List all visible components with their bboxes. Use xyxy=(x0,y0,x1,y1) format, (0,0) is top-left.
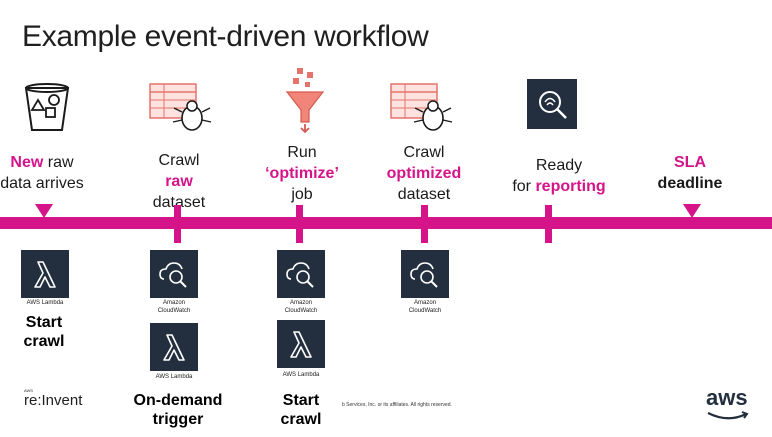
crawl-optimized-text-0: Crawl xyxy=(403,144,445,161)
stage-label-crawl-optimized: Crawl optimized dataset xyxy=(372,142,476,205)
sla-deadline-text-1: deadline xyxy=(657,175,723,192)
crawl-raw-text-2: dataset xyxy=(152,194,206,211)
glue-crawler-optimized-icon xyxy=(390,83,453,131)
timeline-tick-crawl-raw xyxy=(174,205,181,243)
lambda-service-label-3: AWS Lambda xyxy=(282,372,320,378)
crawl-optimized-text-2: dataset xyxy=(397,186,451,203)
aws-smile-icon xyxy=(707,411,749,420)
new-raw-text-1: raw xyxy=(43,154,74,171)
crawl-raw-text-0: Crawl xyxy=(158,152,200,169)
ready-reporting-text-1: for xyxy=(512,178,536,195)
crawl-optimized-text-1: optimized xyxy=(386,165,462,182)
lambda-service-icon-2 xyxy=(150,323,198,371)
lambda-service-label: AWS Lambda xyxy=(26,300,64,306)
new-raw-text-2: data arrives xyxy=(0,175,84,192)
stage-label-sla-deadline: SLA deadline xyxy=(644,152,736,194)
new-raw-text-0: New xyxy=(10,154,44,171)
crawl-raw-text-1: raw xyxy=(165,173,193,190)
timeline-marker-new-raw xyxy=(35,204,53,218)
cloudwatch-service-icon xyxy=(150,250,198,298)
quicksight-icon xyxy=(527,79,577,129)
stage-label-new-raw: New raw data arrives xyxy=(0,152,84,194)
timeline-bar xyxy=(0,217,772,229)
lambda-service-icon xyxy=(21,250,69,298)
cloudwatch-service-icon-3 xyxy=(277,250,325,298)
lambda-service-icon-3 xyxy=(277,320,325,368)
timeline-tick-run-optimize xyxy=(296,205,303,243)
copyright-text: b Services, Inc. or its affiliates. All … xyxy=(342,402,452,408)
timeline-marker-sla-deadline xyxy=(683,204,701,218)
timeline-tick-crawl-optimized xyxy=(421,205,428,243)
aws-logo: aws xyxy=(706,385,749,420)
stage-label-run-optimize: Run ‘optimize’ job xyxy=(255,142,349,205)
cloudwatch-service-icon-4 xyxy=(401,250,449,298)
run-optimize-text-1: ‘optimize’ xyxy=(265,165,339,182)
s3-bucket-icon xyxy=(24,83,70,131)
stage-label-crawl-raw: Crawl raw dataset xyxy=(138,150,220,213)
funnel-icon xyxy=(285,68,325,134)
ready-reporting-text-0: Ready xyxy=(535,157,583,174)
ready-reporting-text-2: reporting xyxy=(535,178,606,195)
run-optimize-text-0: Run xyxy=(287,144,317,161)
lambda-service-label-2: AWS Lambda xyxy=(155,374,193,380)
sla-deadline-text-0: SLA xyxy=(674,154,706,171)
timeline-tick-ready-reporting xyxy=(545,205,552,243)
glue-crawler-icon xyxy=(149,83,212,131)
stage-label-ready-reporting: Ready for reporting xyxy=(500,155,618,197)
slide-title: Example event-driven workflow xyxy=(22,20,429,53)
run-optimize-text-2: job xyxy=(291,186,313,203)
